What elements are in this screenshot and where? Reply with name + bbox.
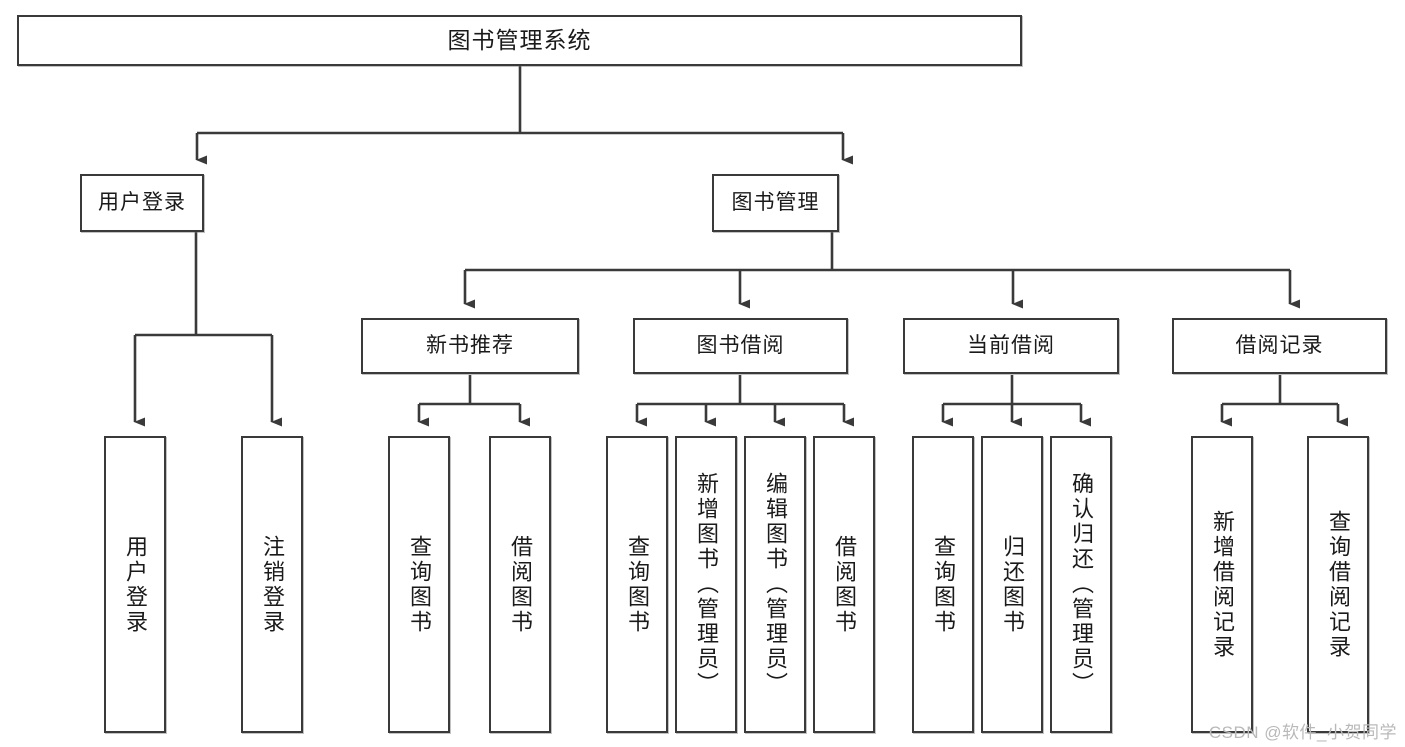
leaf-edit-book[interactable]: 编辑图书（管理员） [744, 436, 806, 733]
leaf-query-book-borrow-label: 查询图书 [624, 534, 650, 635]
leaf-query-borrow-record-label: 查询借阅记录 [1325, 509, 1351, 660]
node-book-borrow[interactable]: 图书借阅 [633, 318, 848, 374]
leaf-confirm-return[interactable]: 确认归还（管理员） [1050, 436, 1112, 733]
csdn-watermark: CSDN @软件_小贺同学 [1208, 723, 1397, 742]
leaf-return-book[interactable]: 归还图书 [981, 436, 1043, 733]
node-user-login[interactable]: 用户登录 [80, 174, 204, 232]
leaf-query-borrow-record[interactable]: 查询借阅记录 [1307, 436, 1369, 733]
leaf-borrow-book-recommend-label: 借阅图书 [507, 534, 533, 635]
node-current-borrow[interactable]: 当前借阅 [903, 318, 1119, 374]
leaf-borrow-book-recommend[interactable]: 借阅图书 [489, 436, 551, 733]
node-new-book-recommend[interactable]: 新书推荐 [361, 318, 579, 374]
leaf-borrow-book[interactable]: 借阅图书 [813, 436, 875, 733]
leaf-add-borrow-record-label: 新增借阅记录 [1209, 509, 1235, 660]
node-root-label: 图书管理系统 [447, 27, 592, 54]
leaf-add-book[interactable]: 新增图书（管理员） [675, 436, 737, 733]
leaf-confirm-return-label: 确认归还（管理员） [1068, 472, 1094, 697]
node-user-login-label: 用户登录 [98, 190, 186, 214]
leaf-user-login-label: 用户登录 [122, 534, 148, 635]
node-book-manage[interactable]: 图书管理 [712, 174, 839, 232]
leaf-user-login[interactable]: 用户登录 [104, 436, 166, 733]
node-new-book-recommend-label: 新书推荐 [426, 333, 514, 357]
node-book-borrow-label: 图书借阅 [696, 333, 785, 357]
leaf-logout-login[interactable]: 注销登录 [241, 436, 303, 733]
leaf-query-book-recommend-label: 查询图书 [406, 534, 432, 635]
leaf-return-book-label: 归还图书 [999, 534, 1025, 635]
node-book-manage-label: 图书管理 [731, 190, 820, 214]
leaf-borrow-book-label: 借阅图书 [831, 534, 857, 635]
node-root[interactable]: 图书管理系统 [17, 15, 1022, 66]
node-current-borrow-label: 当前借阅 [967, 333, 1055, 357]
leaf-logout-login-label: 注销登录 [259, 534, 285, 635]
leaf-query-book-recommend[interactable]: 查询图书 [388, 436, 450, 733]
leaf-edit-book-label: 编辑图书（管理员） [762, 472, 788, 697]
node-borrow-record[interactable]: 借阅记录 [1172, 318, 1387, 374]
leaf-query-book-borrow[interactable]: 查询图书 [606, 436, 668, 733]
node-borrow-record-label: 借阅记录 [1235, 333, 1324, 357]
leaf-add-book-label: 新增图书（管理员） [693, 472, 719, 697]
leaf-query-book-current[interactable]: 查询图书 [912, 436, 974, 733]
leaf-query-book-current-label: 查询图书 [930, 534, 956, 635]
leaf-add-borrow-record[interactable]: 新增借阅记录 [1191, 436, 1253, 733]
